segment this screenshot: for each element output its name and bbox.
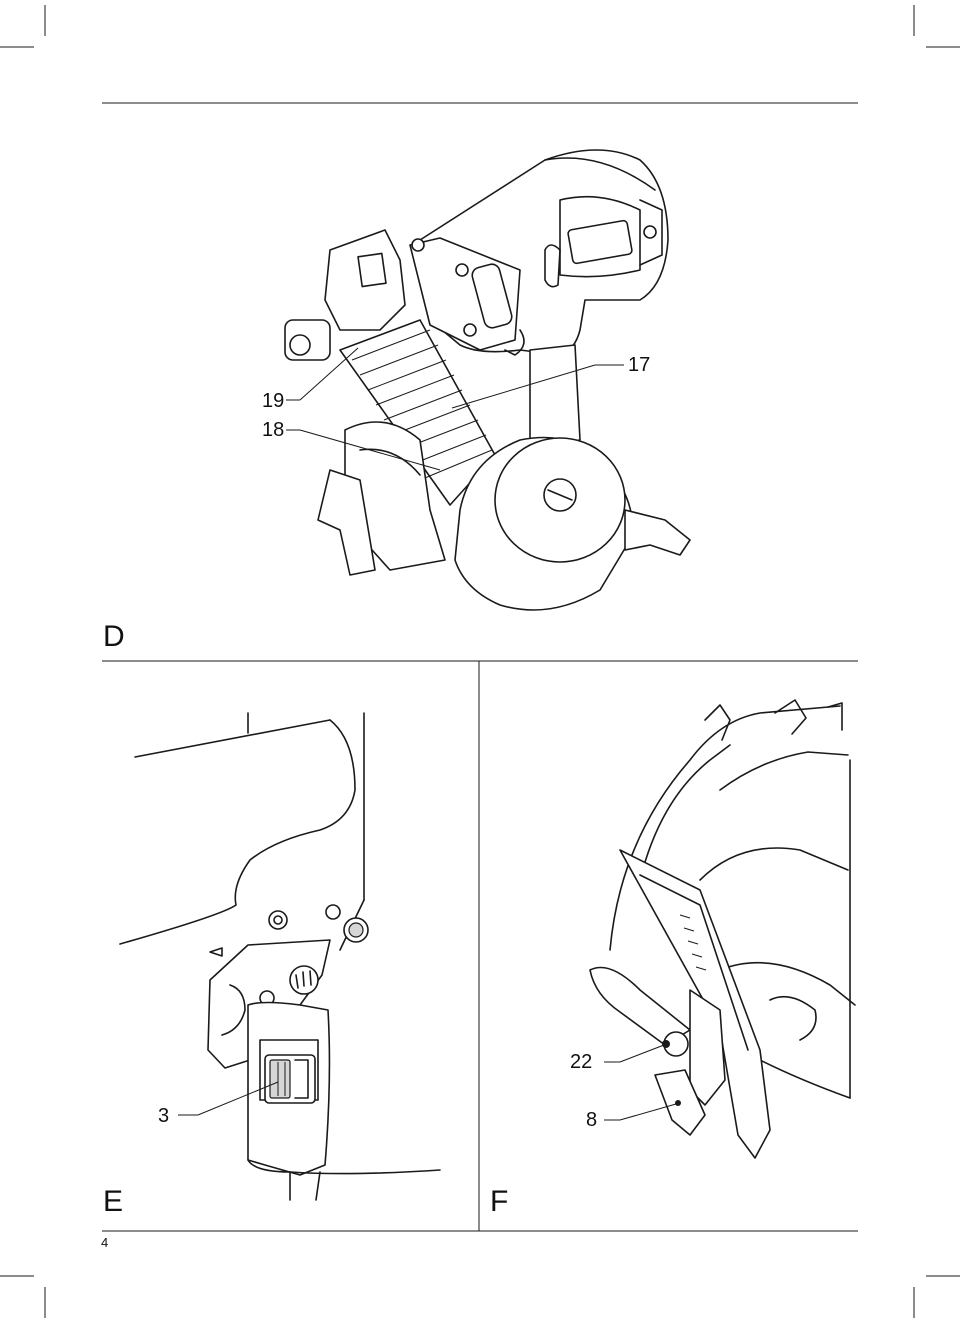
callout-19: 19 bbox=[262, 390, 285, 412]
belt-hook bbox=[589, 849, 771, 1159]
callout-22: 22 bbox=[570, 1051, 593, 1073]
callout-8: 8 bbox=[586, 1109, 598, 1131]
nose-assembly bbox=[284, 229, 521, 361]
clip bbox=[654, 1069, 706, 1136]
callout-17: 17 bbox=[628, 354, 651, 376]
callout-3: 3 bbox=[158, 1105, 170, 1127]
callout-leaders-d bbox=[286, 347, 624, 471]
figure-label-f: F bbox=[490, 1185, 509, 1218]
fasteners bbox=[268, 904, 369, 943]
figure-label-e: E bbox=[103, 1185, 124, 1218]
callout-leaders-e bbox=[178, 1081, 279, 1116]
callout-leaders-f bbox=[604, 1044, 677, 1121]
locking-bolt bbox=[662, 1031, 689, 1057]
canister-shell bbox=[609, 699, 856, 1099]
magazine-canister bbox=[317, 421, 691, 611]
callout-18: 18 bbox=[262, 419, 285, 441]
adjuster-housing bbox=[247, 1001, 441, 1201]
page-number: 4 bbox=[101, 1235, 109, 1250]
figure-label-d: D bbox=[103, 620, 125, 653]
